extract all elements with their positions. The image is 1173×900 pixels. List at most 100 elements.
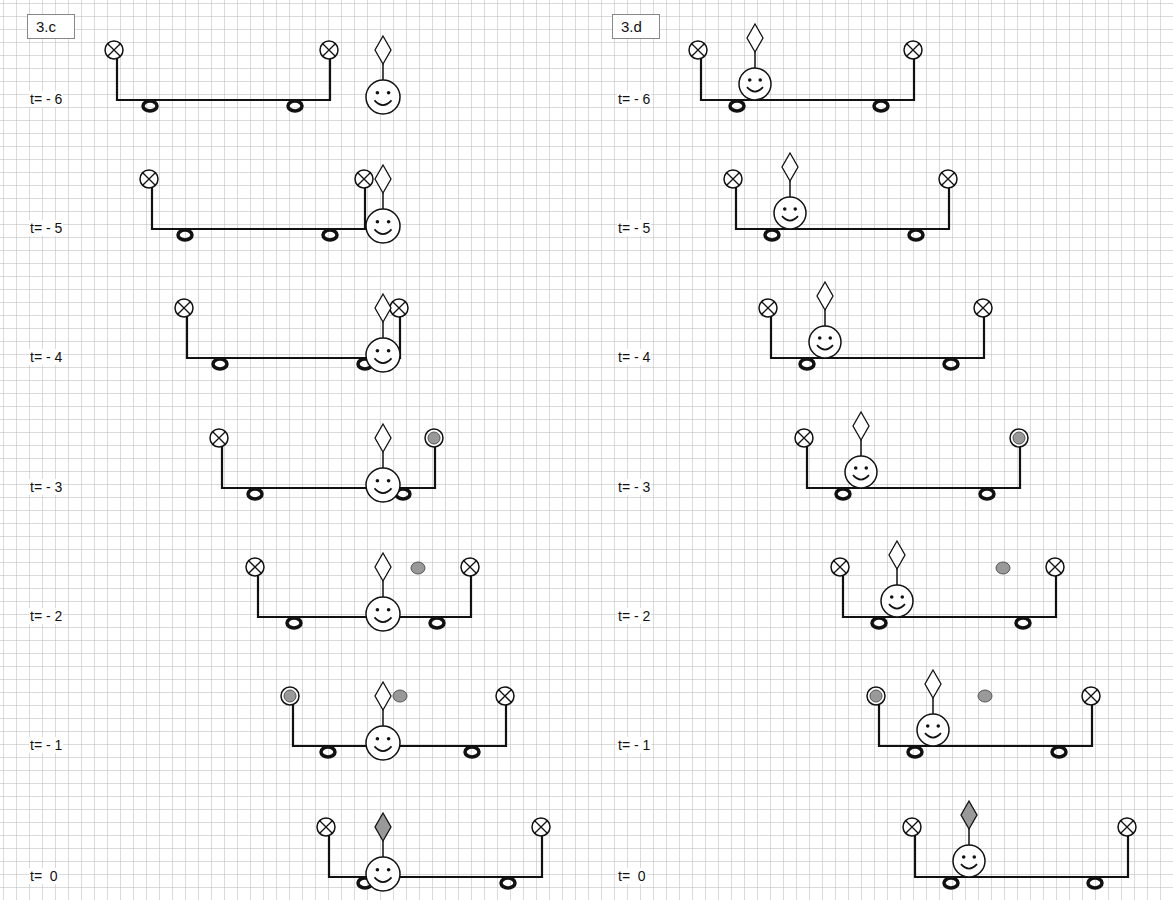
time-label: t= 0 xyxy=(617,868,647,884)
ball xyxy=(996,562,1010,574)
catcher-stick xyxy=(754,52,756,68)
ball-holder xyxy=(140,170,158,188)
time-label: t= - 4 xyxy=(29,349,63,365)
catcher-diamond xyxy=(782,153,798,181)
wheel xyxy=(213,359,227,369)
ball-holder xyxy=(904,41,922,59)
catcher-stick xyxy=(789,181,791,197)
catcher-diamond xyxy=(375,813,391,841)
ball-holder xyxy=(939,170,957,188)
catcher-diamond xyxy=(375,553,391,581)
ball-holder xyxy=(246,558,264,576)
ball xyxy=(393,690,407,702)
time-label: t= - 3 xyxy=(617,479,651,495)
cart-frame xyxy=(152,188,365,229)
wheel xyxy=(143,101,157,111)
catcher-diamond xyxy=(375,36,391,64)
time-label: t= - 1 xyxy=(29,737,63,753)
panel-label: 3.d xyxy=(621,18,651,35)
ball-holder xyxy=(867,687,885,705)
wheel xyxy=(944,878,958,888)
wheel xyxy=(909,230,923,240)
smiley-face xyxy=(366,468,400,502)
ball-holder xyxy=(210,429,228,447)
cart-frame xyxy=(258,576,471,617)
cart-frame xyxy=(807,447,1020,488)
wheel xyxy=(836,489,850,499)
time-label: t= - 2 xyxy=(29,608,63,624)
catcher-stick xyxy=(382,193,384,209)
time-label: t= - 5 xyxy=(29,220,63,236)
ball-holder xyxy=(974,299,992,317)
smiley-face xyxy=(809,326,841,358)
smiley-face xyxy=(845,456,877,488)
ball-holder xyxy=(175,299,193,317)
catcher-stick xyxy=(382,581,384,597)
ball-holder xyxy=(461,558,479,576)
wheel xyxy=(765,230,779,240)
ball-holder xyxy=(355,170,373,188)
ball-holder xyxy=(317,818,335,836)
smiley-face xyxy=(774,197,806,229)
wheel xyxy=(248,489,262,499)
smiley-face xyxy=(366,338,400,372)
catcher-diamond xyxy=(817,282,833,310)
panel-label-box: 3.c xyxy=(27,14,75,39)
catcher-stick xyxy=(824,310,826,326)
ball-holder xyxy=(390,299,408,317)
catcher-stick xyxy=(382,841,384,857)
catcher-stick xyxy=(860,440,862,456)
catcher-diamond xyxy=(747,24,763,52)
catcher-stick xyxy=(968,829,970,845)
catcher-diamond xyxy=(375,294,391,322)
cart-frame xyxy=(222,447,435,488)
wheel xyxy=(465,747,479,757)
time-label: t= - 6 xyxy=(617,91,651,107)
smiley-face xyxy=(366,857,400,891)
time-label: t= - 3 xyxy=(29,479,63,495)
catcher-stick xyxy=(896,569,898,585)
catcher-stick xyxy=(382,322,384,338)
catcher-stick xyxy=(932,698,934,714)
catcher-diamond xyxy=(961,801,977,829)
cart-frame xyxy=(736,188,949,229)
ball xyxy=(411,562,425,574)
smiley-face xyxy=(881,585,913,617)
ball-holder xyxy=(689,41,707,59)
time-label: t= - 1 xyxy=(617,737,651,753)
wheel xyxy=(288,101,302,111)
wheel xyxy=(430,618,444,628)
ball-holder xyxy=(1046,558,1064,576)
wheel xyxy=(1088,878,1102,888)
panel-label: 3.c xyxy=(36,18,66,35)
smiley-face xyxy=(917,714,949,746)
time-label: t= - 2 xyxy=(617,608,651,624)
ball xyxy=(978,690,992,702)
wheel xyxy=(178,230,192,240)
catcher-diamond xyxy=(889,541,905,569)
smiley-face xyxy=(739,68,771,100)
catcher-stick xyxy=(382,452,384,468)
wheel xyxy=(730,101,744,111)
wheel xyxy=(321,747,335,757)
catcher-diamond xyxy=(925,670,941,698)
ball-holder xyxy=(1118,818,1136,836)
wheel xyxy=(287,618,301,628)
time-label: t= - 5 xyxy=(617,220,651,236)
wheel xyxy=(800,359,814,369)
wheel xyxy=(1016,618,1030,628)
catcher-stick xyxy=(382,710,384,726)
time-label: t= - 4 xyxy=(617,349,651,365)
smiley-face xyxy=(953,845,985,877)
ball-holder xyxy=(320,41,338,59)
cart-frame xyxy=(701,59,914,100)
wheel xyxy=(872,618,886,628)
ball-holder xyxy=(496,687,514,705)
wheel xyxy=(980,489,994,499)
wheel xyxy=(944,359,958,369)
smiley-face xyxy=(366,80,400,114)
time-label: t= - 6 xyxy=(29,91,63,107)
ball-holder xyxy=(532,818,550,836)
ball-holder xyxy=(105,41,123,59)
